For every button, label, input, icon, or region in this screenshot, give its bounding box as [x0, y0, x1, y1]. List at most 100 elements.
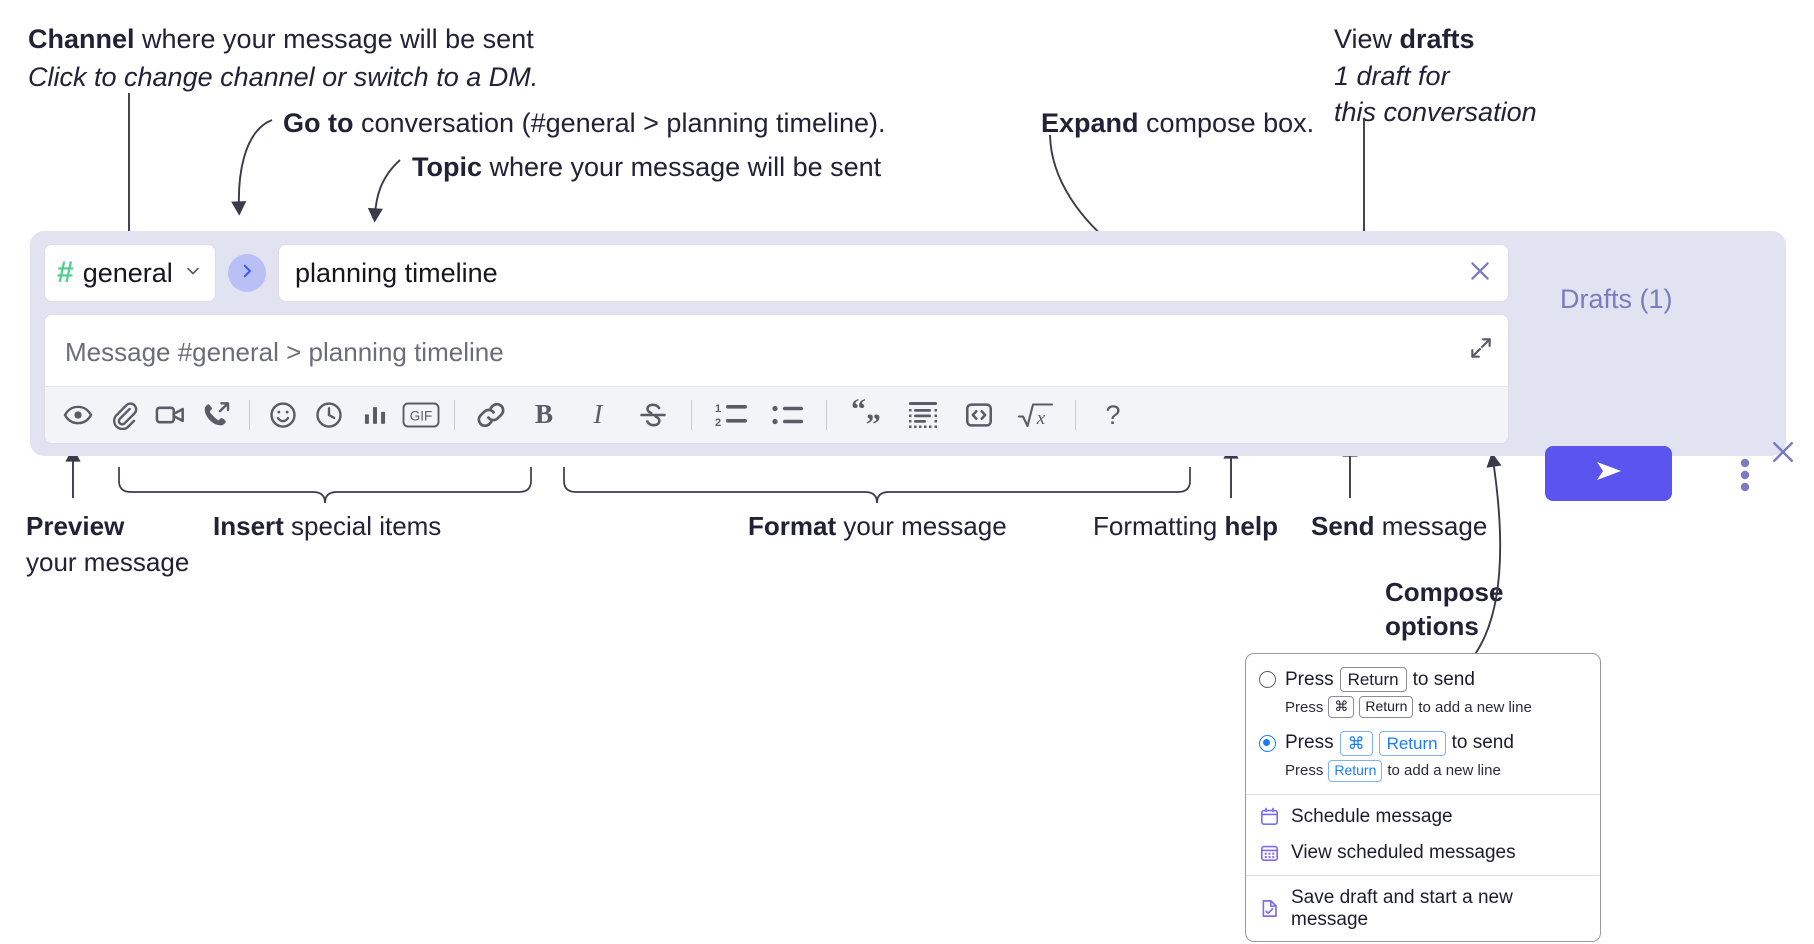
menu-item-label: Schedule message: [1291, 805, 1453, 827]
channel-selector[interactable]: # general: [44, 244, 216, 302]
annotation-expand-rest: compose box.: [1138, 108, 1315, 138]
svg-text:1: 1: [715, 403, 721, 415]
code-block-icon[interactable]: [895, 392, 951, 438]
annotation-format-bold: Format: [748, 511, 837, 541]
annotation-send: Send message: [1311, 510, 1487, 543]
code-icon[interactable]: [951, 392, 1007, 438]
compose-options-menu: Press Return to send Press ⌘ Return to a…: [1245, 653, 1601, 942]
preview-icon[interactable]: [55, 392, 101, 438]
svg-text:B: B: [535, 399, 553, 429]
annotation-expand: Expand compose box.: [1041, 106, 1314, 141]
compose-options-button[interactable]: [1740, 458, 1750, 497]
message-placeholder: Message #general > planning timeline: [65, 337, 504, 367]
toolbar-separator: [454, 400, 455, 430]
topic-input[interactable]: planning timeline: [278, 244, 1509, 302]
compose-header-row: # general planning timeline: [44, 243, 1509, 303]
drafts-link[interactable]: Drafts (1): [1560, 284, 1673, 314]
calendar-grid-icon: [1259, 842, 1280, 863]
toolbar-separator: [691, 400, 692, 430]
expand-icon[interactable]: [1468, 335, 1494, 366]
radio-unselected-icon[interactable]: [1259, 671, 1276, 688]
formatting-toolbar: GIF B I: [45, 386, 1508, 443]
annotation-drafts-italic-2: this conversation: [1334, 97, 1537, 128]
annotation-goto-bold: Go to: [283, 108, 354, 138]
clear-topic-icon[interactable]: [1466, 257, 1494, 290]
menu-item-schedule-message[interactable]: Schedule message: [1246, 799, 1600, 835]
send-option-cmd-return-hint: Press Return to add a new line: [1246, 756, 1600, 790]
annotation-preview-bold: Preview: [26, 511, 125, 541]
option-2-key-1: ⌘: [1339, 730, 1373, 756]
annotation-preview-rest: your message: [26, 547, 190, 578]
option-1-sub-key-1: ⌘: [1328, 696, 1355, 718]
option-1-press: Press: [1285, 668, 1334, 690]
goto-conversation-button[interactable]: [228, 254, 266, 292]
menu-item-label: View scheduled messages: [1291, 841, 1516, 863]
annotation-channel-rest: where your message will be sent: [134, 24, 534, 54]
annotation-topic-bold: Topic: [412, 152, 482, 182]
svg-text:2: 2: [715, 417, 721, 429]
annotation-goto: Go to conversation (#general > planning …: [283, 106, 886, 141]
svg-text:GIF: GIF: [410, 409, 433, 424]
annotation-send-rest: message: [1374, 511, 1488, 541]
topic-value: planning timeline: [295, 257, 498, 288]
bold-icon[interactable]: B: [517, 392, 571, 438]
svg-text:I: I: [593, 399, 605, 429]
strikethrough-icon[interactable]: [625, 392, 681, 438]
menu-divider: [1246, 874, 1600, 876]
attachment-icon[interactable]: [101, 392, 147, 438]
send-option-return[interactable]: Press Return to send: [1246, 662, 1600, 693]
menu-divider: [1246, 793, 1600, 795]
option-1-sub-tail: to add a new line: [1418, 698, 1532, 716]
radio-selected-icon[interactable]: [1259, 734, 1276, 752]
send-button[interactable]: [1545, 446, 1672, 501]
annotation-channel-italic: Click to change channel or switch to a D…: [28, 61, 539, 92]
close-icon[interactable]: [1768, 437, 1798, 472]
link-icon[interactable]: [465, 392, 517, 438]
menu-item-view-scheduled[interactable]: View scheduled messages: [1246, 835, 1600, 871]
italic-icon[interactable]: I: [571, 392, 625, 438]
annotation-preview: Preview your message: [26, 510, 189, 580]
svg-text:?: ?: [1105, 400, 1120, 430]
message-input-area[interactable]: Message #general > planning timeline: [44, 314, 1509, 444]
video-icon[interactable]: [147, 392, 193, 438]
annotation-format-rest: your message: [836, 511, 1007, 541]
emoji-icon[interactable]: [260, 392, 306, 438]
option-2-sub-tail: to add a new line: [1387, 762, 1501, 780]
channel-name: general: [82, 257, 173, 288]
option-2-sub-key: Return: [1328, 760, 1383, 782]
compose-inner: # general planning timeline: [44, 243, 1509, 444]
annotation-help-rest: Formatting: [1093, 511, 1225, 541]
annotation-drafts-bold: drafts: [1399, 24, 1475, 54]
menu-item-save-draft[interactable]: Save draft and start a new message: [1246, 880, 1600, 941]
toolbar-separator: [249, 400, 250, 430]
chevron-right-icon: [238, 262, 256, 285]
annotation-compose-options-bold-1: Compose: [1385, 577, 1504, 607]
ordered-list-icon[interactable]: 1 2: [702, 392, 760, 438]
poll-icon[interactable]: [352, 392, 398, 438]
annotation-insert-bold: Insert: [213, 511, 284, 541]
svg-text:x: x: [1036, 408, 1046, 429]
annotation-help-bold: help: [1224, 511, 1278, 541]
hash-icon: #: [57, 256, 74, 289]
audio-call-icon[interactable]: [193, 392, 239, 438]
annotation-topic: Topic where your message will be sent: [412, 150, 881, 185]
math-icon[interactable]: x: [1007, 392, 1065, 438]
kebab-menu-icon: [1740, 458, 1750, 492]
bulleted-list-icon[interactable]: [760, 392, 816, 438]
annotation-channel: Channel where your message will be sent …: [28, 22, 538, 94]
chevron-down-icon: [183, 261, 203, 286]
clock-icon[interactable]: [306, 392, 352, 438]
option-2-sub-press: Press: [1285, 762, 1324, 780]
svg-text:“„: “„: [851, 399, 881, 426]
help-icon[interactable]: ?: [1086, 392, 1140, 438]
send-option-cmd-return[interactable]: Press ⌘ Return to send: [1246, 726, 1600, 756]
option-1-key: Return: [1339, 667, 1407, 693]
annotation-send-bold: Send: [1311, 511, 1375, 541]
option-1-sub-press: Press: [1285, 698, 1324, 716]
option-1-tail: to send: [1412, 668, 1475, 690]
gif-icon[interactable]: GIF: [398, 392, 444, 438]
send-icon: [1590, 456, 1628, 491]
annotation-insert: Insert special items: [213, 510, 441, 543]
blockquote-icon[interactable]: “„: [837, 392, 895, 438]
annotation-help: Formatting help: [1093, 510, 1278, 543]
